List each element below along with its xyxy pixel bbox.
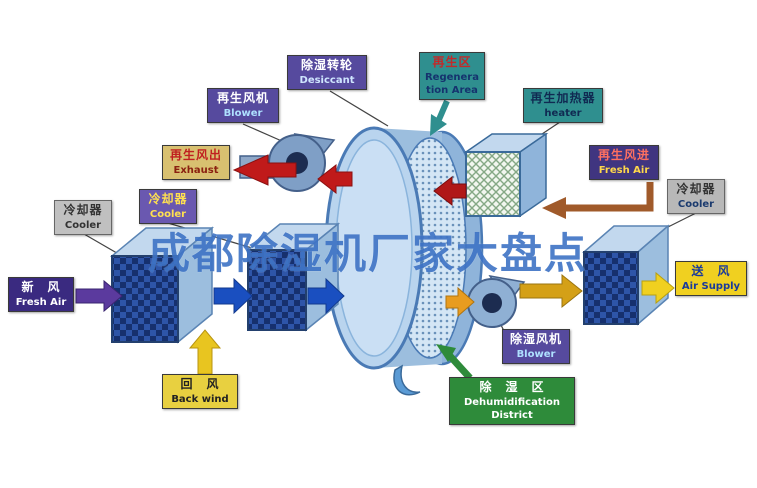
label-back-wind-zh: 回 风 — [180, 377, 220, 391]
fan-to-cooler-arrow — [519, 273, 583, 309]
label-cooler-mid-zh: 冷却器 — [148, 192, 188, 206]
dehumid-pointer-head — [436, 344, 456, 362]
heater-to-wheel-arrow — [433, 175, 467, 207]
label-dehumid-district-en: Dehumidification District — [463, 396, 561, 421]
regen-area-pointer-head — [430, 114, 447, 136]
regen-intake-arrowhead — [542, 197, 566, 219]
leader-desiccant — [329, 90, 389, 127]
label-cooler-right: 冷却器 Cooler — [667, 179, 725, 214]
process-box-right — [581, 224, 671, 326]
label-fresh-air-en: Fresh Air — [15, 296, 67, 308]
label-cooler-right-zh: 冷却器 — [676, 182, 716, 196]
label-cooler-left: 冷却器 Cooler — [54, 200, 112, 235]
label-regen-heater-zh: 再生加热器 — [530, 91, 596, 105]
label-regen-blower-zh: 再生风机 — [216, 91, 269, 105]
airflow-arrows — [75, 99, 675, 381]
label-cooler-mid-en: Cooler — [149, 208, 187, 220]
label-regen-fresh-air-zh: 再生风进 — [597, 148, 650, 162]
label-regen-area-zh: 再生区 — [432, 55, 472, 69]
supply-out-arrow — [641, 271, 675, 305]
label-regen-heater: 再生加热器 heater — [523, 88, 603, 123]
label-dehumid-district: 除 湿 区 Dehumidification District — [449, 377, 575, 425]
label-fresh-air: 新 风 Fresh Air — [8, 277, 74, 312]
process-arrow-1 — [213, 277, 253, 315]
label-cooler-mid: 冷却器 Cooler — [139, 189, 197, 224]
box2-coil-face — [247, 249, 307, 331]
watermark-text: 成都除湿机厂家大盘点 — [148, 229, 589, 278]
label-cooler-left-zh: 冷却器 — [63, 203, 103, 217]
label-regen-fresh-air-en: Fresh Air — [598, 164, 650, 176]
label-regen-area: 再生区 Regeneration Area — [419, 52, 485, 100]
leader-regen-blower — [242, 123, 285, 143]
fresh-air-in-arrow — [75, 279, 123, 313]
label-exhaust: 再生风出 Exhaust — [162, 145, 230, 180]
label-air-supply-zh: 送 风 — [691, 264, 731, 278]
wheel-to-regen-fan-arrow — [317, 163, 353, 195]
label-air-supply: 送 风 Air Supply — [675, 261, 747, 296]
label-desiccant-zh: 除湿转轮 — [300, 58, 353, 72]
label-fresh-air-zh: 新 风 — [21, 280, 61, 294]
label-desiccant: 除湿转轮 Desiccant — [287, 55, 367, 90]
label-regen-fresh-air: 再生风进 Fresh Air — [589, 145, 659, 180]
label-regen-heater-en: heater — [544, 107, 582, 119]
label-dehumid-blower-en: Blower — [516, 348, 556, 360]
label-exhaust-en: Exhaust — [173, 164, 219, 176]
label-cooler-right-en: Cooler — [677, 198, 715, 210]
label-cooler-left-en: Cooler — [64, 219, 102, 231]
return-air-arrow — [188, 329, 222, 375]
process-arrow-2 — [307, 277, 345, 315]
label-dehumid-blower-zh: 除湿风机 — [509, 332, 562, 346]
label-back-wind-en: Back wind — [171, 393, 229, 405]
process-box-left — [109, 226, 215, 344]
supply-fan-hub — [482, 293, 502, 313]
label-dehumid-district-zh: 除 湿 区 — [479, 380, 545, 394]
label-dehumid-blower: 除湿风机 Blower — [502, 329, 570, 364]
wheel-to-fan-arrow — [445, 286, 475, 318]
label-back-wind: 回 风 Back wind — [162, 374, 238, 409]
label-desiccant-en: Desiccant — [299, 74, 355, 86]
box3-coil-face — [583, 251, 639, 325]
supply-fan — [467, 274, 526, 328]
regen-intake-duct-line — [562, 182, 654, 212]
regen-heater-box — [463, 132, 549, 218]
exhaust-arrow — [232, 154, 297, 186]
label-regen-area-en: Regeneration Area — [424, 71, 479, 96]
label-regen-blower-en: Blower — [223, 107, 263, 119]
label-regen-blower: 再生风机 Blower — [207, 88, 279, 123]
wheel-tail — [393, 364, 421, 396]
label-exhaust-zh: 再生风出 — [169, 148, 222, 162]
dehumid-pointer-line — [447, 353, 473, 381]
heater-front-face — [465, 151, 521, 217]
label-air-supply-en: Air Supply — [681, 280, 741, 292]
